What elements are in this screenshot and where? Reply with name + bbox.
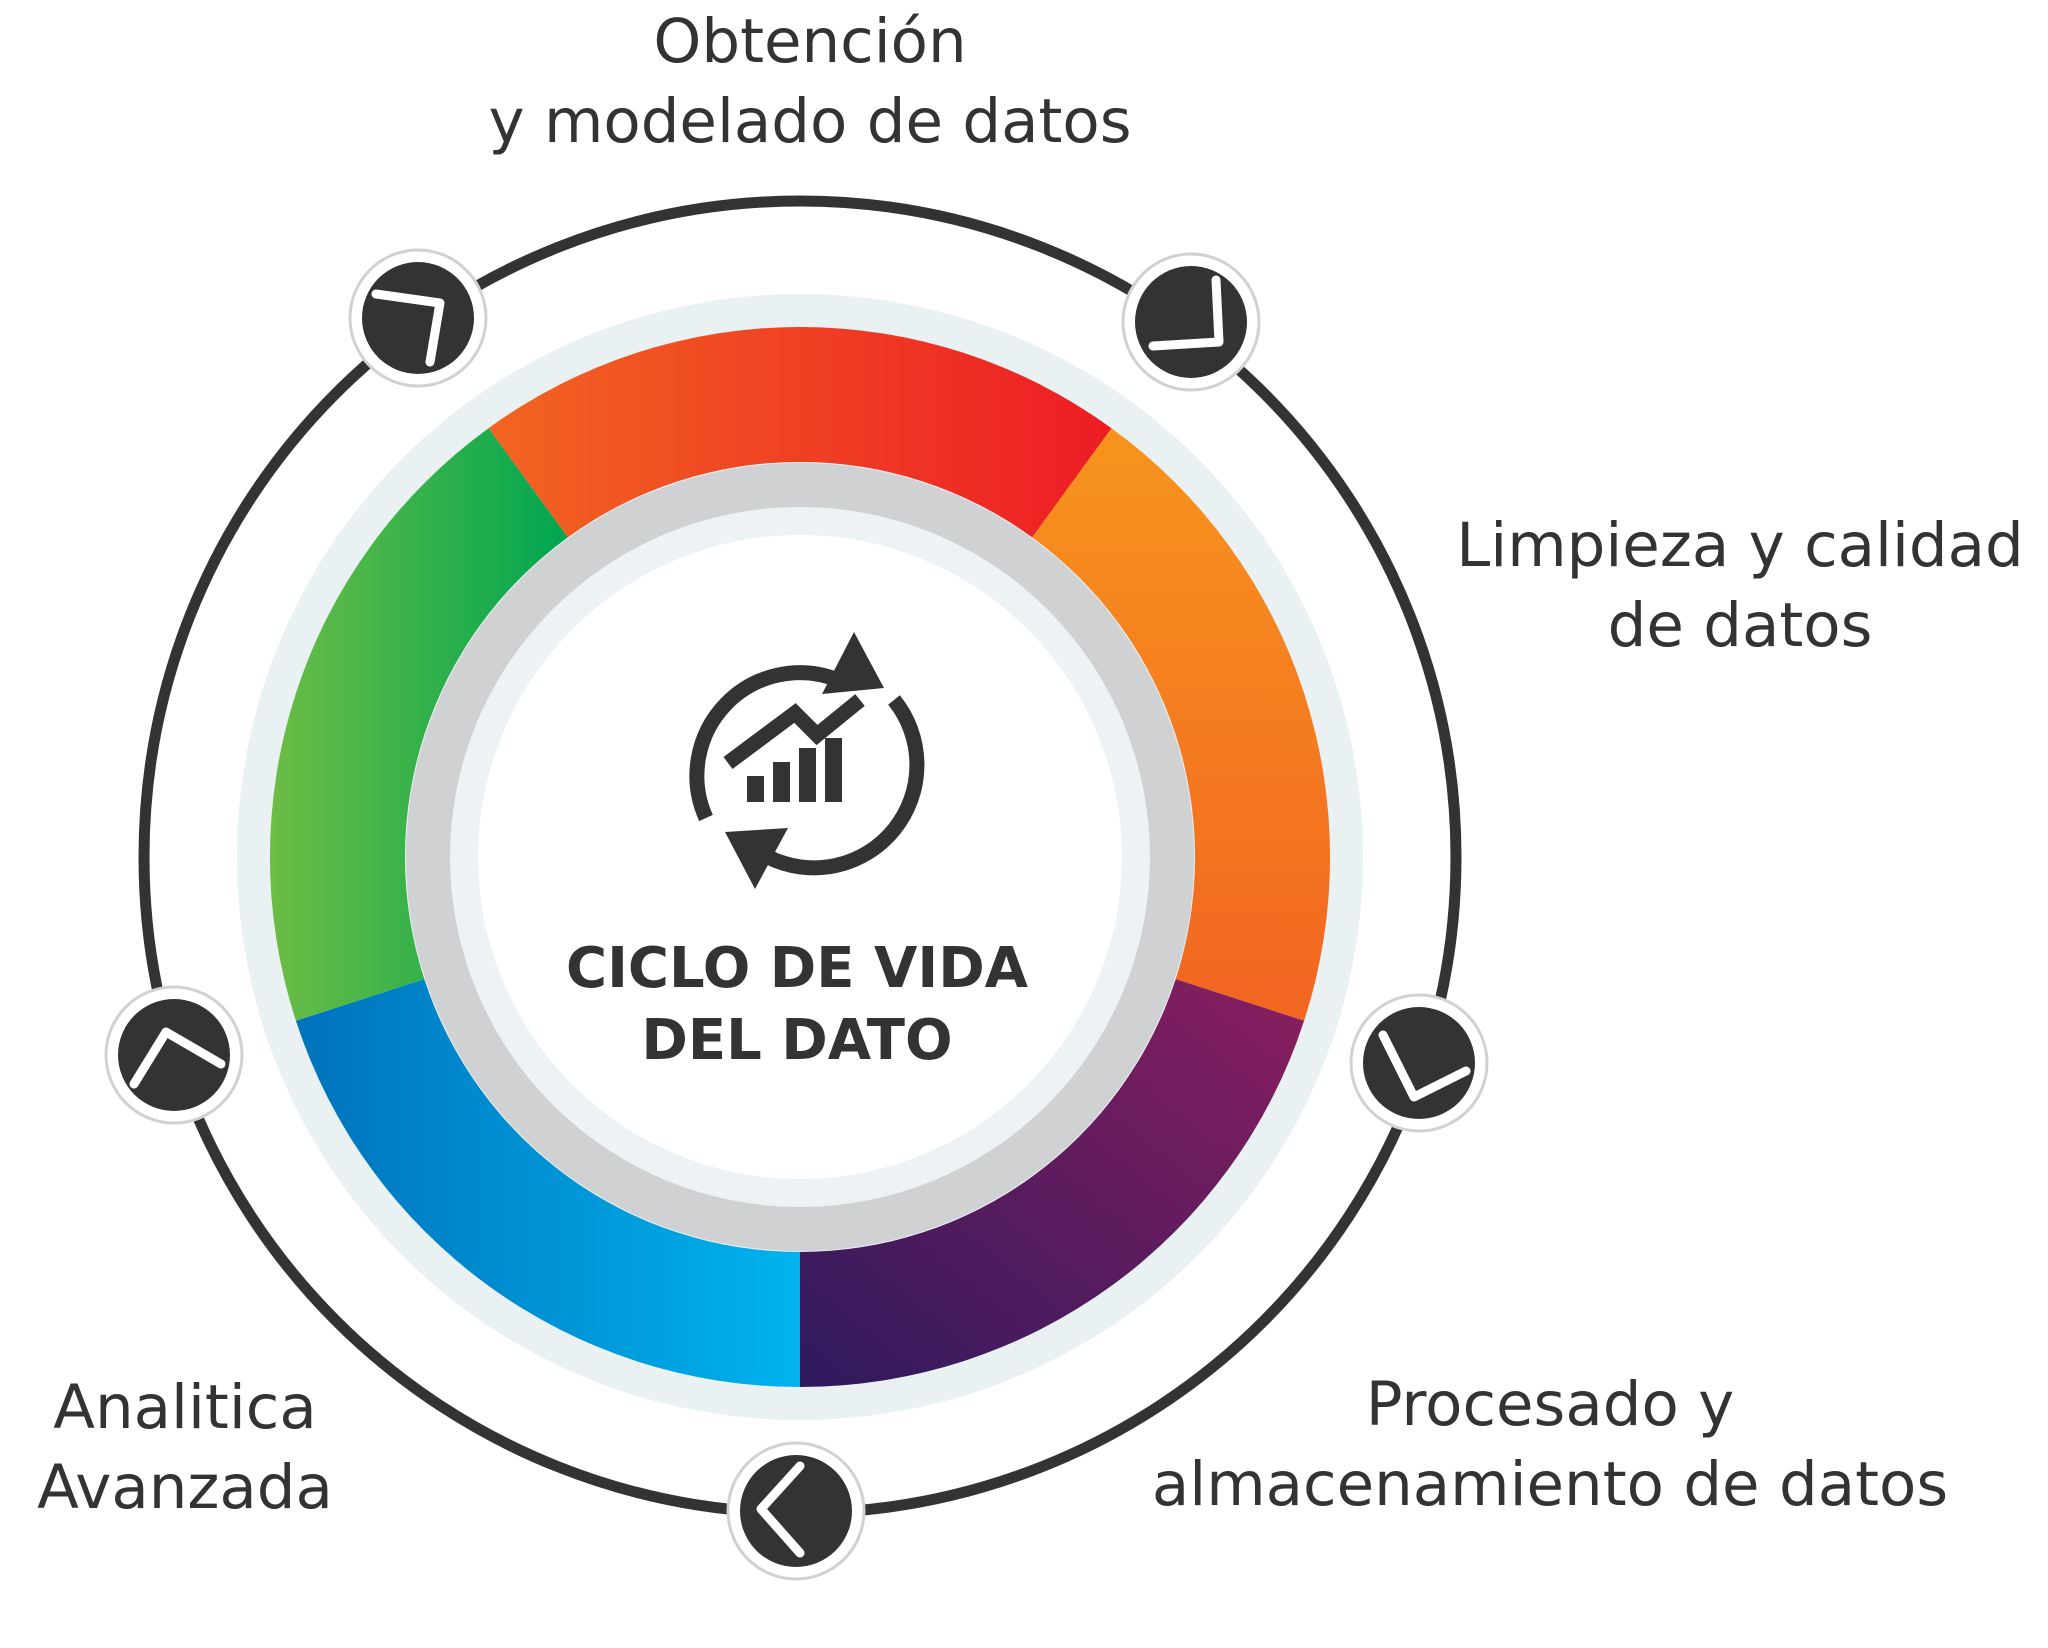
label-obtencion-line1: Obtención bbox=[653, 6, 967, 77]
chevron-bottom-icon bbox=[756, 1461, 805, 1558]
label-procesado-line2: almacenamiento de datos bbox=[1151, 1449, 1949, 1520]
marker-procesado[interactable] bbox=[1349, 993, 1489, 1133]
segment-procesado bbox=[800, 979, 1305, 1387]
label-analitica: Analitica Avanzada bbox=[0, 1368, 370, 1528]
label-obtencion-line2: y modelado de datos bbox=[488, 86, 1132, 157]
chevron-left-icon bbox=[129, 1027, 226, 1089]
marker-limpieza[interactable] bbox=[1121, 252, 1261, 392]
marker-obtencion[interactable] bbox=[348, 248, 488, 388]
segment-limpieza bbox=[1032, 428, 1331, 1021]
segment-obtencion bbox=[488, 326, 1112, 538]
segment-analitica bbox=[295, 979, 800, 1387]
chevron-top-right-icon bbox=[1148, 275, 1224, 351]
label-limpieza-line2: de datos bbox=[1607, 590, 1873, 661]
marker-visualizacion[interactable] bbox=[104, 985, 244, 1125]
segment-visualizacion bbox=[269, 428, 568, 1021]
label-limpieza-line1: Limpieza y calidad bbox=[1456, 510, 2024, 581]
analytics-cycle-icon bbox=[689, 632, 925, 889]
chevron-top-left-icon bbox=[371, 289, 445, 367]
label-limpieza: Limpieza y calidad de datos bbox=[1440, 506, 2040, 666]
label-procesado: Procesado y almacenamiento de datos bbox=[1100, 1365, 2000, 1525]
center-title-line1: CICLO DE VIDA bbox=[566, 936, 1029, 1001]
center-title-line2: DEL DATO bbox=[641, 1008, 952, 1073]
label-analitica-line2: Avanzada bbox=[37, 1452, 333, 1523]
label-obtencion: Obtención y modelado de datos bbox=[360, 2, 1260, 162]
label-analitica-line1: Analitica bbox=[53, 1372, 317, 1443]
label-procesado-line1: Procesado y bbox=[1365, 1369, 1735, 1440]
marker-analitica[interactable] bbox=[726, 1441, 866, 1581]
center-disc bbox=[478, 535, 1122, 1179]
chevron-right-icon bbox=[1378, 1030, 1471, 1102]
